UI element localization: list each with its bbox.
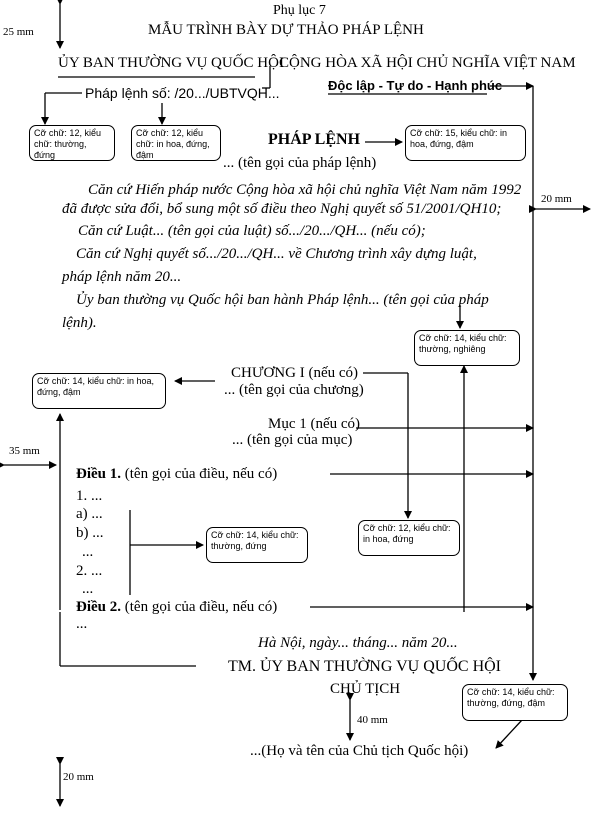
list-item: 1. ... — [76, 488, 103, 504]
preamble-line: Căn cứ Nghị quyết số.../20.../QH... về C… — [76, 246, 477, 262]
place-date: Hà Nội, ngày... tháng... năm 20... — [258, 635, 458, 651]
right-margin-label: 20 mm — [541, 193, 572, 205]
note-box-8: Cỡ chữ: 14, kiểu chữ: thường, đứng, đậm — [462, 684, 568, 721]
article-1: Điều 1. (tên gọi của điều, nếu có) — [76, 467, 277, 482]
preamble-line: lệnh). — [62, 315, 97, 331]
article-2: Điều 2. (tên gọi của điều, nếu có) — [76, 600, 277, 615]
document-type: PHÁP LỆNH — [268, 131, 361, 148]
signer-name: ...(Họ và tên của Chủ tịch Quốc hội) — [250, 743, 469, 759]
preamble-line: pháp lệnh năm 20... — [62, 269, 182, 285]
page-title: MẪU TRÌNH BÀY DỰ THẢO PHÁP LỆNH — [148, 22, 424, 38]
note-box-5: Cỡ chữ: 14, kiểu chữ: in hoa, đứng, đậm — [32, 373, 166, 409]
top-margin-label: 25 mm — [3, 26, 34, 38]
preamble-line: Căn cứ Hiến pháp nước Cộng hòa xã hội ch… — [88, 182, 522, 198]
signature-position: CHỦ TỊCH — [330, 681, 401, 697]
list-item: 2. ... — [76, 563, 103, 579]
document-number: Pháp lệnh số: /20.../UBTVQH... — [85, 85, 280, 101]
appendix-label: Phụ lục 7 — [273, 3, 326, 18]
list-item: ... — [82, 581, 94, 597]
note-box-1: Cỡ chữ: 12, kiểu chữ: thường, đứng — [29, 125, 115, 161]
national-motto: CỘNG HÒA XÃ HỘI CHỦ NGHĨA VIỆT NAM — [279, 55, 576, 71]
list-item: ... — [82, 544, 94, 560]
signature-on-behalf: TM. ỦY BAN THƯỜNG VỤ QUỐC HỘI — [228, 658, 502, 675]
article-1-label: Điều 1. — [76, 466, 121, 482]
section-heading: Mục 1 (nếu có) — [268, 416, 361, 432]
signature-gap-label: 40 mm — [357, 714, 388, 726]
list-item: a) ... — [76, 506, 103, 522]
issuer-org: ỦY BAN THƯỜNG VỤ QUỐC HỘI — [58, 55, 284, 71]
chapter-heading: CHƯƠNG I (nếu có) — [231, 365, 359, 381]
preamble-line: đã được sửa đổi, bổ sung một số điều the… — [62, 201, 502, 217]
note-box-6: Cỡ chữ: 14, kiểu chữ: thường, đứng — [206, 527, 308, 563]
left-margin-label: 35 mm — [9, 445, 40, 457]
national-sub: Độc lập - Tự do - Hạnh phúc — [328, 78, 503, 93]
note-box-4: Cỡ chữ: 14, kiểu chữ: thường, nghiêng — [414, 330, 520, 366]
list-item: ... — [76, 616, 88, 632]
document-name: ... (tên gọi của pháp lệnh) — [223, 155, 377, 171]
chapter-name: ... (tên gọi của chương) — [224, 382, 364, 398]
note-box-3: Cỡ chữ: 15, kiểu chữ: in hoa, đứng, đậm — [405, 125, 526, 161]
preamble-line: Ủy ban thường vụ Quốc hội ban hành Pháp … — [76, 292, 489, 308]
note-box-2: Cỡ chữ: 12, kiểu chữ: in hoa, đứng, đậm — [131, 125, 221, 161]
article-1-name: (tên gọi của điều, nếu có) — [121, 466, 278, 482]
section-name: ... (tên gọi của mục) — [232, 432, 353, 448]
article-2-label: Điều 2. — [76, 599, 121, 615]
note-box-7: Cỡ chữ: 12, kiểu chữ: in hoa, đứng — [358, 520, 460, 556]
bottom-margin-label: 20 mm — [63, 771, 94, 783]
list-item: b) ... — [76, 525, 104, 541]
article-2-name: (tên gọi của điều, nếu có) — [121, 599, 278, 615]
preamble-line: Căn cứ Luật... (tên gọi của luật) số.../… — [78, 223, 426, 239]
